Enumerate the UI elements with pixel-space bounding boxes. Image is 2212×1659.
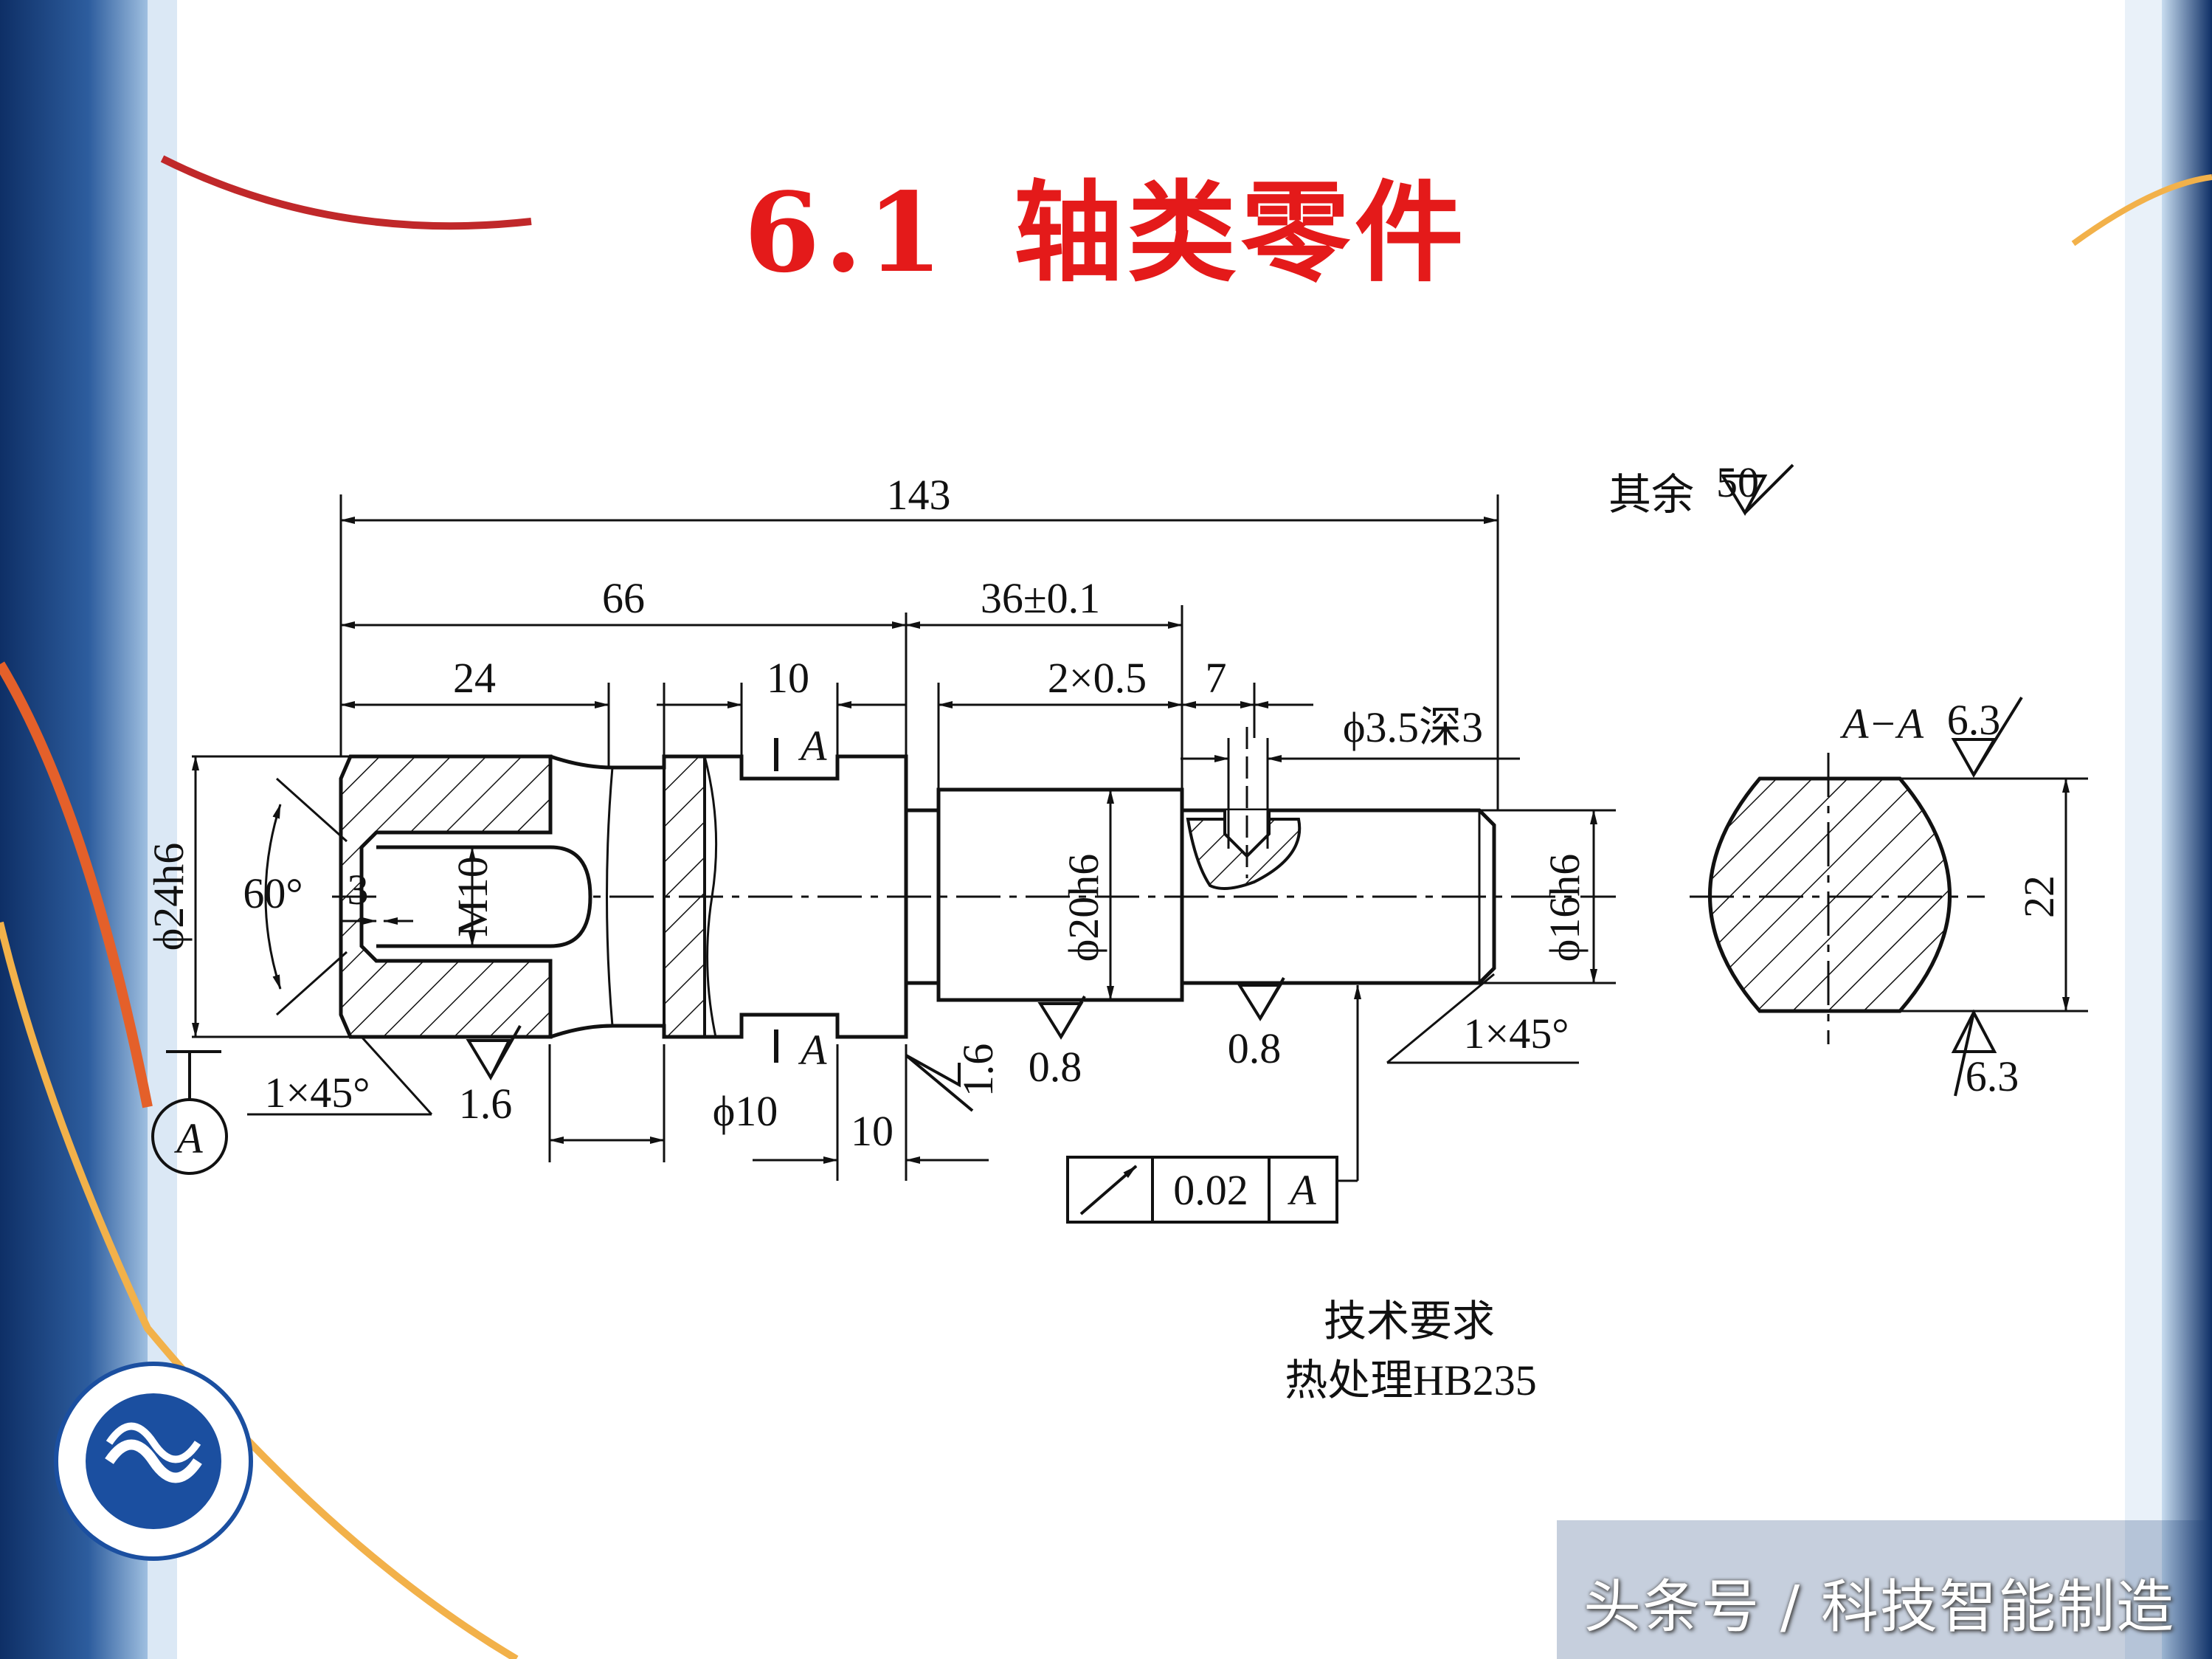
tolerance-value: 0.02 bbox=[1173, 1166, 1248, 1214]
dim-36: 36±0.1 bbox=[981, 574, 1100, 622]
tech-item: 热处理HB235 bbox=[1285, 1356, 1537, 1404]
dim-10-top: 10 bbox=[767, 654, 809, 702]
cut-a-bottom: A bbox=[798, 1026, 827, 1074]
dim-phi10: ϕ10 bbox=[713, 1087, 778, 1135]
watermark-text: 头条号 / 科技智能制造 bbox=[1583, 1574, 2175, 1641]
thread-hole bbox=[376, 845, 592, 948]
dim-7: 7 bbox=[1206, 654, 1227, 702]
dim-60: 60° bbox=[243, 869, 303, 917]
title-number: 6.1 bbox=[744, 168, 947, 297]
tech-title: 技术要求 bbox=[1324, 1297, 1495, 1345]
datum-symbol bbox=[151, 1050, 228, 1175]
chamfer-left: 1×45° bbox=[265, 1069, 370, 1117]
section-rough-top: 6.3 bbox=[1947, 696, 2001, 744]
shaft-phi16 bbox=[1182, 808, 1496, 985]
dim-24: 24 bbox=[453, 654, 496, 702]
rough-0-8a: 0.8 bbox=[1029, 1043, 1082, 1091]
dim-66: 66 bbox=[602, 574, 645, 622]
dim-groove: 2×0.5 bbox=[1048, 654, 1147, 702]
cut-a-top: A bbox=[798, 722, 827, 770]
rough-rest: 50 bbox=[1716, 458, 1759, 506]
dim-hole: ϕ3.5深3 bbox=[1343, 703, 1483, 751]
slide-title: 6.1 轴类零件 bbox=[0, 144, 2212, 303]
break-line bbox=[703, 756, 718, 1038]
rough-1-6b: 1.6 bbox=[954, 1044, 1002, 1097]
tolerance-frame bbox=[1066, 1156, 1338, 1224]
section-label: A−A bbox=[1839, 700, 1924, 748]
dim-phi16: ϕ16h6 bbox=[1541, 854, 1589, 962]
dim-phi20: ϕ20h6 bbox=[1060, 854, 1107, 962]
university-logo bbox=[54, 1362, 253, 1561]
rough-1-6: 1.6 bbox=[459, 1080, 513, 1128]
tolerance-datum: A bbox=[1287, 1166, 1316, 1214]
break-hatch bbox=[663, 755, 706, 1038]
shaft-body bbox=[550, 754, 908, 1039]
dim-total: 143 bbox=[887, 471, 951, 519]
dim-3: 3 bbox=[348, 866, 369, 914]
section-aa bbox=[1690, 753, 2088, 1044]
datum-letter: A bbox=[173, 1114, 203, 1162]
section-dim: 22 bbox=[2015, 875, 2063, 918]
roughness-symbols bbox=[466, 463, 2023, 1112]
groove-curve bbox=[606, 767, 614, 1027]
chamfer-right: 1×45° bbox=[1464, 1010, 1569, 1058]
shaft-phi20 bbox=[936, 787, 1184, 1002]
dim-phi24: ϕ24h6 bbox=[145, 843, 193, 951]
title-text: 轴类零件 bbox=[1013, 168, 1468, 297]
dim-10-bottom: 10 bbox=[851, 1107, 894, 1155]
dim-m10: M10 bbox=[449, 856, 497, 937]
section-rough-bottom: 6.3 bbox=[1966, 1052, 2019, 1100]
rough-0-8b: 0.8 bbox=[1228, 1024, 1282, 1072]
rest-label: 其余 bbox=[1608, 471, 1694, 519]
